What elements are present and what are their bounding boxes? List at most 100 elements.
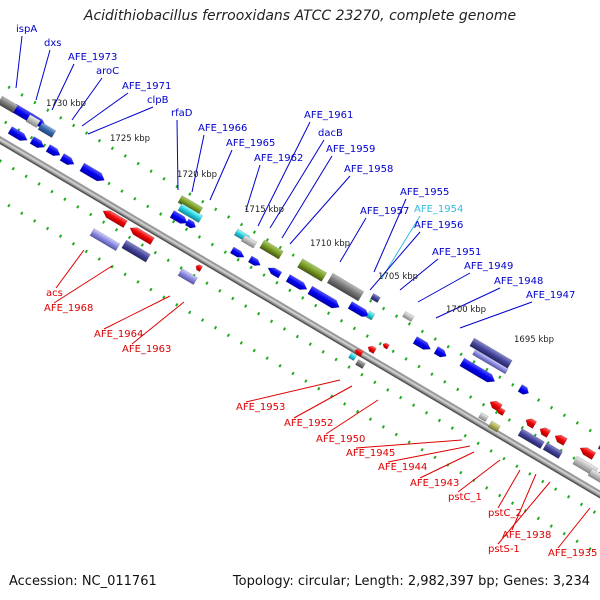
label-afe_1958: AFE_1958 bbox=[344, 164, 393, 175]
leader-line-afe_1947 bbox=[459, 301, 533, 329]
gene-shape bbox=[354, 348, 364, 357]
gene-feature-3 bbox=[7, 126, 28, 141]
gene-shape bbox=[472, 349, 509, 375]
gene-feature-17 bbox=[229, 246, 245, 258]
scale-tick-label: 1730 kbp bbox=[46, 99, 86, 109]
gene-feature-32 bbox=[472, 349, 509, 375]
gene-shape bbox=[382, 342, 390, 350]
leader-line-afe_1959 bbox=[281, 155, 333, 239]
gene-shape bbox=[525, 418, 537, 429]
gene-feature-33 bbox=[517, 384, 529, 395]
leader-line-afe_1951 bbox=[399, 258, 439, 291]
label-afe_1957: AFE_1957 bbox=[360, 206, 409, 217]
gene-feature-48 bbox=[348, 352, 358, 361]
leader-line-aroc bbox=[71, 77, 103, 121]
gene-shape bbox=[177, 268, 198, 285]
gene-shape bbox=[402, 311, 415, 323]
gene-shape bbox=[259, 239, 284, 260]
label-pstc_1: pstC_1 bbox=[448, 492, 482, 503]
label-afe_1951: AFE_1951 bbox=[432, 247, 481, 258]
gene-shape bbox=[496, 407, 506, 416]
gene-feature-37 bbox=[587, 468, 600, 484]
gene-feature-24 bbox=[347, 301, 370, 317]
gene-shape bbox=[0, 95, 19, 114]
leader-line-pstc_2 bbox=[497, 469, 521, 509]
label-afe_1963: AFE_1963 bbox=[122, 344, 171, 355]
gene-feature-54 bbox=[525, 418, 537, 429]
gene-feature-12 bbox=[169, 210, 188, 224]
gene-shape bbox=[478, 412, 489, 422]
gene-shape bbox=[7, 126, 28, 141]
scale-tick-label: 1700 kbp bbox=[446, 305, 486, 315]
gene-feature-28 bbox=[412, 336, 431, 350]
backbone bbox=[0, 126, 600, 520]
gene-shape bbox=[102, 210, 128, 229]
gene-shape bbox=[539, 427, 551, 438]
gene-shape bbox=[554, 434, 568, 446]
gene-feature-16 bbox=[259, 239, 284, 260]
leader-line-dacb bbox=[269, 139, 325, 229]
gene-feature-21 bbox=[297, 258, 327, 282]
topology-text: Topology: circular; Length: 2,982,397 bp… bbox=[232, 574, 590, 589]
gene-feature-45 bbox=[354, 348, 364, 357]
gene-feature-35 bbox=[542, 442, 563, 459]
label-dacb: dacB bbox=[318, 128, 343, 139]
gene-feature-9 bbox=[25, 114, 41, 128]
label-afe_1962: AFE_1962 bbox=[254, 153, 303, 164]
gene-feature-53 bbox=[496, 407, 506, 416]
label-afe_1935: AFE_1935 bbox=[548, 548, 597, 559]
leader-line-afe_1973 bbox=[51, 63, 75, 111]
gene-shape bbox=[326, 272, 365, 302]
gene-shape bbox=[79, 162, 105, 182]
gene-feature-25 bbox=[365, 310, 376, 321]
label-rfad: rfaD bbox=[171, 108, 193, 119]
leader-line-afe_1950 bbox=[325, 399, 379, 435]
gene-feature-23 bbox=[307, 285, 340, 309]
gene-feature-15 bbox=[240, 234, 258, 249]
leader-line-afe_1955 bbox=[373, 198, 407, 273]
leader-line-clpb bbox=[87, 106, 154, 135]
leader-line-afe_1965 bbox=[209, 149, 233, 201]
gene-shape bbox=[348, 352, 358, 361]
gene-shape bbox=[89, 228, 121, 252]
gene-feature-31 bbox=[469, 337, 513, 369]
scale-tick-label: 1705 kbp bbox=[378, 272, 418, 282]
gene-shape bbox=[542, 442, 563, 459]
gene-feature-26 bbox=[370, 293, 381, 303]
label-aroc: aroC bbox=[96, 66, 119, 77]
leader-line-afe_1948 bbox=[435, 287, 501, 319]
leader-line-afe_1971 bbox=[81, 92, 129, 127]
gene-shape bbox=[469, 337, 513, 369]
gene-feature-30 bbox=[459, 357, 496, 383]
label-afe_1949: AFE_1949 bbox=[464, 261, 513, 272]
gene-feature-40 bbox=[121, 239, 151, 263]
label-afe_1943: AFE_1943 bbox=[410, 478, 459, 489]
gene-feature-41 bbox=[177, 268, 198, 285]
label-leader-lines bbox=[15, 35, 591, 549]
scale-tick-label: 1725 kbp bbox=[110, 134, 150, 144]
leader-line-afe_1961 bbox=[257, 121, 311, 227]
leader-line-afe_1949 bbox=[417, 272, 471, 303]
leader-line-afe_1963 bbox=[131, 301, 185, 345]
gene-feature-34 bbox=[517, 428, 545, 450]
gene-shape bbox=[597, 441, 600, 456]
label-ispa: ispA bbox=[16, 24, 37, 35]
gene-feature-51 bbox=[487, 420, 501, 433]
label-afe_1945: AFE_1945 bbox=[346, 448, 395, 459]
gene-feature-19 bbox=[267, 267, 283, 279]
gene-shape bbox=[370, 293, 381, 303]
label-afe_1953: AFE_1953 bbox=[236, 402, 285, 413]
label-afe_1959: AFE_1959 bbox=[326, 144, 375, 155]
gene-feature-4 bbox=[29, 136, 45, 148]
gene-shape bbox=[37, 122, 57, 138]
genome-band bbox=[0, 85, 600, 563]
gene-feature-8 bbox=[0, 95, 19, 114]
scale-tick-label: 1710 kbp bbox=[310, 239, 350, 249]
gene-feature-44 bbox=[195, 264, 204, 272]
gene-shape bbox=[347, 301, 370, 317]
leader-line-afe_1966 bbox=[191, 134, 205, 193]
gene-shape bbox=[195, 264, 204, 272]
gene-shape bbox=[487, 420, 501, 433]
